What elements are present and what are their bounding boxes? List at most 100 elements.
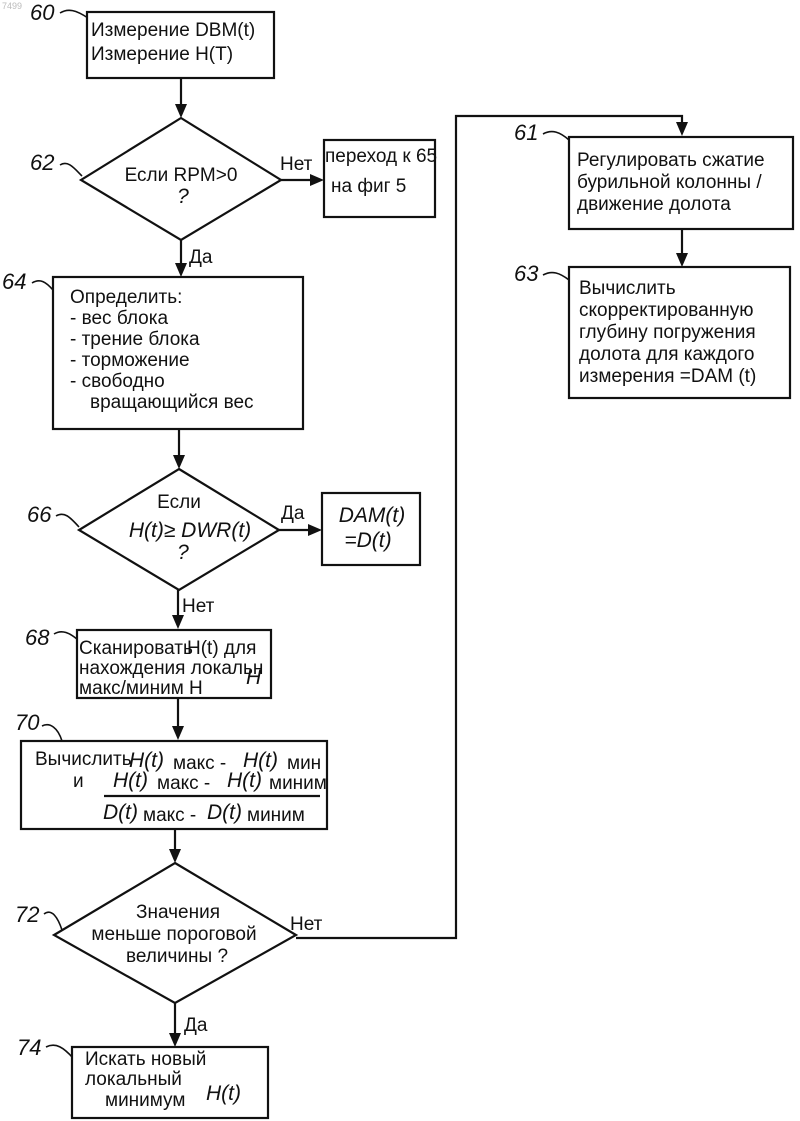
arrowhead bbox=[173, 455, 185, 469]
node-text: Значения bbox=[136, 902, 220, 923]
node-text: ? bbox=[177, 185, 189, 208]
node-text: меньше пороговой bbox=[91, 924, 256, 945]
reference-leader bbox=[46, 1045, 73, 1058]
arrowhead bbox=[310, 174, 324, 186]
node-66: 66 Если H(t)≥ DWR(t) ? bbox=[27, 469, 279, 590]
reference-number: 62 bbox=[30, 150, 54, 175]
reference-leader bbox=[44, 912, 62, 930]
reference-number: 68 bbox=[25, 625, 50, 650]
node-formula: H(t) bbox=[113, 769, 148, 792]
reference-leader bbox=[54, 632, 78, 640]
node-text: измерения =DAM (t) bbox=[579, 366, 756, 387]
arrowhead bbox=[308, 524, 322, 536]
node-text: локальный bbox=[85, 1069, 182, 1090]
node-text: Вычислить bbox=[35, 749, 132, 770]
node-text: - вес блока bbox=[70, 308, 168, 329]
node-formula: DAM(t) bbox=[339, 504, 406, 527]
node-63: 63 Вычислить скорректированную глубину п… bbox=[514, 261, 790, 398]
node-text: Вычислить bbox=[579, 278, 676, 299]
node-text: - свободно bbox=[70, 371, 165, 392]
node-formula: H(t) bbox=[227, 769, 262, 792]
node-70: 70 Вычислить H(t) макс - H(t) мин и H(t)… bbox=[15, 710, 327, 829]
node-text: макс/миним Н bbox=[79, 678, 203, 699]
node-text: Сканировать bbox=[79, 638, 193, 659]
node-text: на фиг 5 bbox=[331, 176, 406, 197]
reference-leader bbox=[543, 132, 569, 140]
node-61: 61 Регулировать сжатие бурильной колонны… bbox=[514, 120, 793, 229]
reference-leader bbox=[60, 163, 82, 176]
node-text: Искать новый bbox=[85, 1049, 206, 1070]
reference-number: 63 bbox=[514, 261, 539, 286]
node-formula: =D(t) bbox=[344, 529, 391, 552]
node-text: нахождения локальн bbox=[79, 658, 263, 679]
reference-leader bbox=[543, 273, 569, 280]
node-text: Определить: bbox=[70, 287, 182, 308]
node-60: 60 Измерение DBM(t) Измерение H(T) bbox=[30, 0, 274, 78]
node-text: минимум bbox=[105, 1090, 185, 1111]
watermark: 7499 bbox=[2, 1, 22, 11]
node-text: - трение блока bbox=[70, 329, 200, 350]
reference-number: 60 bbox=[30, 0, 55, 25]
node-text: глубину погружения bbox=[579, 322, 756, 343]
edge-label-yes: Да bbox=[189, 247, 213, 268]
node-text: Регулировать сжатие bbox=[577, 150, 765, 171]
reference-leader bbox=[32, 281, 53, 290]
node-formula: D(t) bbox=[103, 801, 138, 824]
reference-number: 74 bbox=[17, 1035, 41, 1060]
arrowhead bbox=[676, 253, 688, 267]
node-text: ? bbox=[177, 541, 189, 564]
node-text: движение долота bbox=[577, 194, 731, 215]
edge-label-yes: Да bbox=[281, 503, 305, 524]
edge-label-yes: Да bbox=[184, 1015, 208, 1036]
arrowhead bbox=[169, 1033, 181, 1047]
node-text: переход к 65 bbox=[325, 146, 437, 167]
node-text: макс - bbox=[173, 753, 226, 774]
node-text: - торможение bbox=[70, 350, 190, 371]
node-text: величины ? bbox=[126, 946, 228, 967]
node-74: 74 Искать новый локальный минимум H(t) bbox=[17, 1035, 268, 1118]
edge-label-no: Нет bbox=[290, 914, 323, 935]
reference-number: 66 bbox=[27, 502, 52, 527]
node-text: миним bbox=[269, 773, 327, 794]
node-72: 72 Значения меньше пороговой величины ? bbox=[15, 863, 296, 1003]
arrowhead bbox=[676, 122, 688, 136]
node-dam: DAM(t) =D(t) bbox=[322, 493, 420, 565]
node-text: бурильной колонны / bbox=[577, 172, 762, 193]
node-68: 68 Сканировать H(t) для нахождения локал… bbox=[25, 625, 271, 699]
node-text: Если bbox=[157, 492, 201, 513]
node-text: миним bbox=[247, 805, 305, 826]
arrowhead bbox=[175, 263, 187, 277]
arrowhead bbox=[172, 615, 184, 629]
edge-label-no: Нет bbox=[182, 596, 215, 617]
node-formula: D(t) bbox=[207, 801, 242, 824]
arrowhead bbox=[172, 726, 184, 740]
reference-leader bbox=[56, 514, 79, 527]
node-text: вращающийся вес bbox=[90, 392, 254, 413]
node-text: Измерение H(T) bbox=[91, 44, 233, 65]
node-62: 62 Если RPM>0 ? bbox=[30, 118, 281, 240]
reference-number: 61 bbox=[514, 120, 538, 145]
arrowhead bbox=[175, 104, 187, 118]
edge-label-no: Нет bbox=[280, 154, 313, 175]
reference-leader bbox=[42, 725, 62, 741]
reference-leader bbox=[60, 10, 88, 18]
reference-number: 72 bbox=[15, 902, 39, 927]
node-text: мин bbox=[287, 753, 321, 774]
node-formula: H(t)≥ DWR(t) bbox=[129, 519, 251, 542]
node-goto-65: переход к 65 на фиг 5 bbox=[324, 140, 437, 217]
node-64: 64 Определить: - вес блока - трение блок… bbox=[2, 269, 303, 429]
arrowhead bbox=[169, 849, 181, 863]
node-formula: H(t) bbox=[206, 1082, 241, 1105]
reference-number: 64 bbox=[2, 269, 26, 294]
reference-number: 70 bbox=[15, 710, 40, 735]
node-text: долота для каждого bbox=[579, 344, 755, 365]
node-text: Если RPM>0 bbox=[125, 165, 238, 186]
node-text: и bbox=[73, 771, 84, 792]
node-text: Измерение DBM(t) bbox=[91, 20, 255, 41]
node-text: H bbox=[246, 666, 262, 689]
node-text: скорректированную bbox=[579, 300, 753, 321]
node-text: макс - bbox=[157, 773, 210, 794]
node-text: H(t) для bbox=[187, 638, 256, 659]
node-text: макс - bbox=[143, 805, 196, 826]
